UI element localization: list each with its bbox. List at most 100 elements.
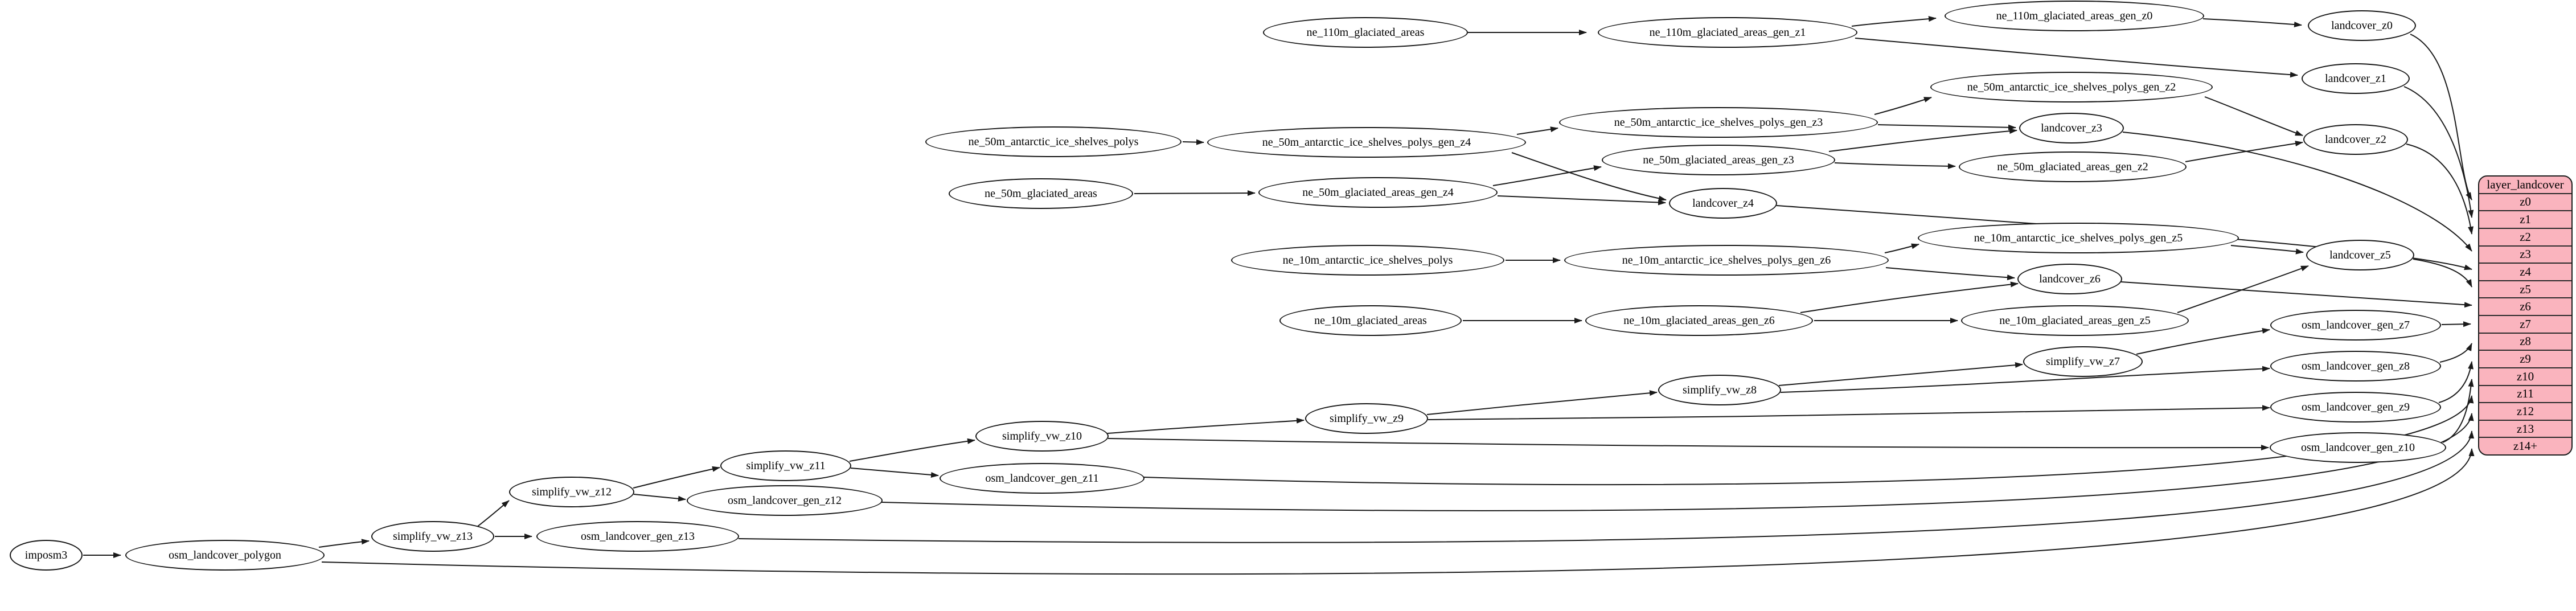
- table-row-z11: z11: [2479, 384, 2571, 403]
- edge-simplify_vw_z8-to-gen_z8: [1780, 366, 2270, 393]
- edge-simplify_vw_z10-to-simplify_vw_z9: [1107, 417, 1305, 434]
- table-row-z8: z8: [2479, 332, 2571, 350]
- node-imposm3: imposm3: [10, 540, 83, 571]
- edge-polys_gen_z6-to-polys_gen_z5: [1884, 243, 1919, 253]
- edge-polys_gen_z5-to-landcover_z5: [2230, 245, 2304, 255]
- edge-simplify_vw_z10-to-gen_z10: [1107, 438, 2269, 451]
- edge-gen_z0-to-landcover_z0: [2202, 18, 2302, 27]
- node-ne_110m_glaciated_areas: ne_110m_glaciated_areas: [1263, 17, 1468, 48]
- node-ne_10m_glaciated_areas_gen_z5: ne_10m_glaciated_areas_gen_z5: [1961, 305, 2189, 336]
- node-simplify_vw_z13: simplify_vw_z13: [371, 521, 494, 552]
- table-row-z7: z7: [2479, 315, 2571, 333]
- node-landcover_z1: landcover_z1: [2302, 63, 2410, 94]
- node-ne_10m_antarctic_ice_shelves_polys_gen_z6: ne_10m_antarctic_ice_shelves_polys_gen_z…: [1564, 245, 1889, 276]
- edge-gen_z11-to-row-z11: [1143, 395, 2474, 486]
- edge-landcover_z1-to-row-z1: [2403, 86, 2474, 218]
- edge-glac_gen_z6-to-landcover_z6: [1800, 281, 2019, 313]
- edge-osm_landcover_polygon-to-row-z14: [321, 448, 2475, 575]
- edge-landcover_z0-to-row-z0: [2410, 34, 2472, 200]
- edge-simplify_vw_z12-to-simplify_vw_z11: [633, 466, 720, 489]
- node-osm_landcover_polygon: osm_landcover_polygon: [125, 540, 325, 571]
- node-osm_landcover_gen_z7: osm_landcover_gen_z7: [2270, 310, 2441, 341]
- edge-simplify_vw_z13-to-simplify_vw_z12: [477, 500, 510, 527]
- node-ne_50m_glaciated_areas_gen_z3: ne_50m_glaciated_areas_gen_z3: [1602, 145, 1835, 175]
- node-ne_10m_glaciated_areas: ne_10m_glaciated_areas: [1279, 305, 1462, 336]
- node-landcover_z6: landcover_z6: [2017, 264, 2122, 294]
- edge-osm_landcover_polygon-to-simplify_vw_z13: [318, 539, 370, 548]
- node-ne_10m_glaciated_areas_gen_z6: ne_10m_glaciated_areas_gen_z6: [1585, 305, 1813, 336]
- edge-gen_z1-to-gen_z0: [1851, 16, 1937, 27]
- node-simplify_vw_z11: simplify_vw_z11: [720, 450, 851, 481]
- edge-polys_gen_z3-to-landcover_z3: [1877, 124, 2016, 130]
- node-landcover_z0: landcover_z0: [2308, 10, 2416, 41]
- edge-gen_z8-to-row-z8: [2439, 343, 2472, 363]
- node-landcover_z5: landcover_z5: [2306, 240, 2414, 270]
- edge-ne_50m_glaciated-to-glac_gen_z4: [1134, 190, 1256, 196]
- table-row-z6: z6: [2479, 297, 2571, 315]
- node-simplify_vw_z9: simplify_vw_z9: [1305, 403, 1428, 434]
- node-osm_landcover_gen_z10: osm_landcover_gen_z10: [2270, 432, 2446, 463]
- node-landcover_z2: landcover_z2: [2303, 124, 2408, 155]
- node-ne_50m_glaciated_areas_gen_z2: ne_50m_glaciated_areas_gen_z2: [1959, 151, 2187, 182]
- node-ne_10m_antarctic_ice_shelves_polys_gen_z5: ne_10m_antarctic_ice_shelves_polys_gen_z…: [1918, 223, 2239, 253]
- edge-glac_gen_z5-to-landcover_z5: [2177, 265, 2309, 313]
- table-row-z13: z13: [2479, 419, 2571, 437]
- edge-landcover_z6-to-row-z6: [2120, 281, 2472, 308]
- edge-simplify_vw_z12-to-gen_z12: [633, 494, 686, 502]
- node-ne_110m_glaciated_areas_gen_z0: ne_110m_glaciated_areas_gen_z0: [1945, 1, 2204, 31]
- table-row-z5: z5: [2479, 280, 2571, 298]
- node-landcover_z3: landcover_z3: [2019, 113, 2124, 143]
- edge-gen_z1-to-landcover_z1: [1855, 38, 2298, 78]
- edge-polys_gen_z4-to-landcover_z4: [1511, 152, 1667, 202]
- table-row-z3: z3: [2479, 245, 2571, 263]
- edge-polys_gen_z4-to-polys_gen_z3: [1516, 126, 1558, 135]
- edge-polys_gen_z6-to-landcover_z6: [1885, 267, 2015, 281]
- table-row-z2: z2: [2479, 227, 2571, 245]
- edge-simplify_vw_z7-to-gen_z7: [2136, 328, 2270, 355]
- node-ne_50m_antarctic_ice_shelves_polys_gen_z3: ne_50m_antarctic_ice_shelves_polys_gen_z…: [1559, 107, 1878, 138]
- node-ne_50m_glaciated_areas_gen_z4: ne_50m_glaciated_areas_gen_z4: [1258, 177, 1498, 208]
- node-ne_50m_glaciated_areas: ne_50m_glaciated_areas: [949, 178, 1133, 209]
- table-row-z0: z0: [2479, 192, 2571, 211]
- node-osm_landcover_gen_z8: osm_landcover_gen_z8: [2270, 351, 2441, 382]
- node-ne_50m_antarctic_ice_shelves_polys_gen_z2: ne_50m_antarctic_ice_shelves_polys_gen_z…: [1930, 72, 2213, 102]
- edge-glac_gen_z4-to-landcover_z4: [1497, 195, 1666, 206]
- edge-glac_gen_z3-to-glac_gen_z2: [1834, 162, 1956, 169]
- table-row-z12: z12: [2479, 402, 2571, 420]
- edge-simplify_vw_z8-to-simplify_vw_z7: [1778, 362, 2023, 386]
- edge-landcover_z5-to-row-z5: [2413, 259, 2472, 288]
- edge-polys_gen_z3-to-polys_gen_z2: [1874, 97, 1932, 115]
- node-ne_50m_antarctic_ice_shelves_polys: ne_50m_antarctic_ice_shelves_polys: [925, 126, 1182, 157]
- edge-glac_gen_z2-to-landcover_z2: [2185, 141, 2303, 162]
- node-ne_50m_antarctic_ice_shelves_polys_gen_z4: ne_50m_antarctic_ice_shelves_polys_gen_z…: [1207, 127, 1526, 158]
- node-osm_landcover_gen_z13: osm_landcover_gen_z13: [536, 521, 739, 552]
- node-simplify_vw_z7: simplify_vw_z7: [2023, 346, 2143, 377]
- table-header: layer_landcover: [2487, 177, 2564, 191]
- table-row-z14plus: z14+: [2479, 437, 2571, 454]
- node-osm_landcover_gen_z11: osm_landcover_gen_z11: [940, 463, 1145, 494]
- node-osm_landcover_gen_z12: osm_landcover_gen_z12: [687, 485, 883, 516]
- edge-gen_z9-to-row-z9: [2438, 361, 2474, 403]
- node-osm_landcover_gen_z9: osm_landcover_gen_z9: [2270, 392, 2441, 423]
- edge-simplify_vw_z9-to-simplify_vw_z8: [1426, 390, 1658, 415]
- edge-landcover_z3-to-row-z3: [2122, 132, 2472, 252]
- edge-simplify_vw_z11-to-gen_z11: [850, 468, 939, 478]
- table-row-z9: z9: [2479, 350, 2571, 367]
- edge-simplify_vw_z11-to-simplify_vw_z10: [849, 438, 975, 462]
- node-ne_10m_antarctic_ice_shelves_polys: ne_10m_antarctic_ice_shelves_polys: [1231, 245, 1504, 276]
- node-simplify_vw_z12: simplify_vw_z12: [509, 477, 634, 507]
- layer-landcover-table: layer_landcover z0 z1 z2 z3 z4 z5 z6 z7 …: [2478, 175, 2573, 456]
- node-landcover_z4: landcover_z4: [1669, 188, 1777, 219]
- edge-landcover_z2-to-row-z2: [2406, 143, 2474, 235]
- edge-glac_gen_z3-to-landcover_z3: [1828, 128, 2017, 152]
- node-simplify_vw_z8: simplify_vw_z8: [1658, 375, 1781, 405]
- edge-polys_gen_z2-to-landcover_z2: [2204, 96, 2303, 136]
- table-row-z1: z1: [2479, 210, 2571, 228]
- edge-simplify_vw_z9-to-gen_z9: [1428, 405, 2270, 420]
- table-row-z4: z4: [2479, 263, 2571, 280]
- node-ne_110m_glaciated_areas_gen_z1: ne_110m_glaciated_areas_gen_z1: [1598, 17, 1857, 48]
- edge-gen_z13-to-row-z13: [738, 430, 2475, 543]
- edge-glac_gen_z4-to-glac_gen_z3: [1492, 165, 1602, 186]
